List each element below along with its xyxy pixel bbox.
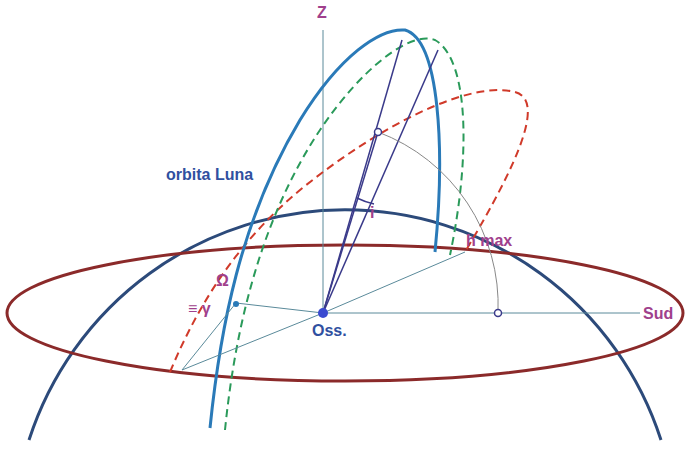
orbit-pole-dot xyxy=(375,129,382,136)
orbit-green xyxy=(225,38,464,430)
diagram-label: Ω xyxy=(216,272,229,290)
node-dot xyxy=(233,301,239,307)
moon-orbit xyxy=(210,30,440,428)
diagram-label: ≡ γ xyxy=(188,300,211,318)
horizon xyxy=(7,245,683,381)
angle-i-arc xyxy=(357,198,374,204)
zenith-line xyxy=(323,30,324,313)
diagram-label: Sud xyxy=(643,305,673,323)
moon-crescent xyxy=(402,22,420,56)
diagram-label: h max xyxy=(466,232,512,250)
observer-dot xyxy=(318,308,328,318)
diagram-label: orbita Luna xyxy=(166,166,253,184)
hmax-arc xyxy=(378,132,498,313)
reference-lines xyxy=(182,252,640,370)
hmax-dot xyxy=(495,310,502,317)
diagram-label: Oss. xyxy=(312,322,347,340)
diagram-label: i xyxy=(370,204,374,222)
diagram-label: Z xyxy=(317,4,327,22)
moon-sightlines xyxy=(323,40,438,313)
